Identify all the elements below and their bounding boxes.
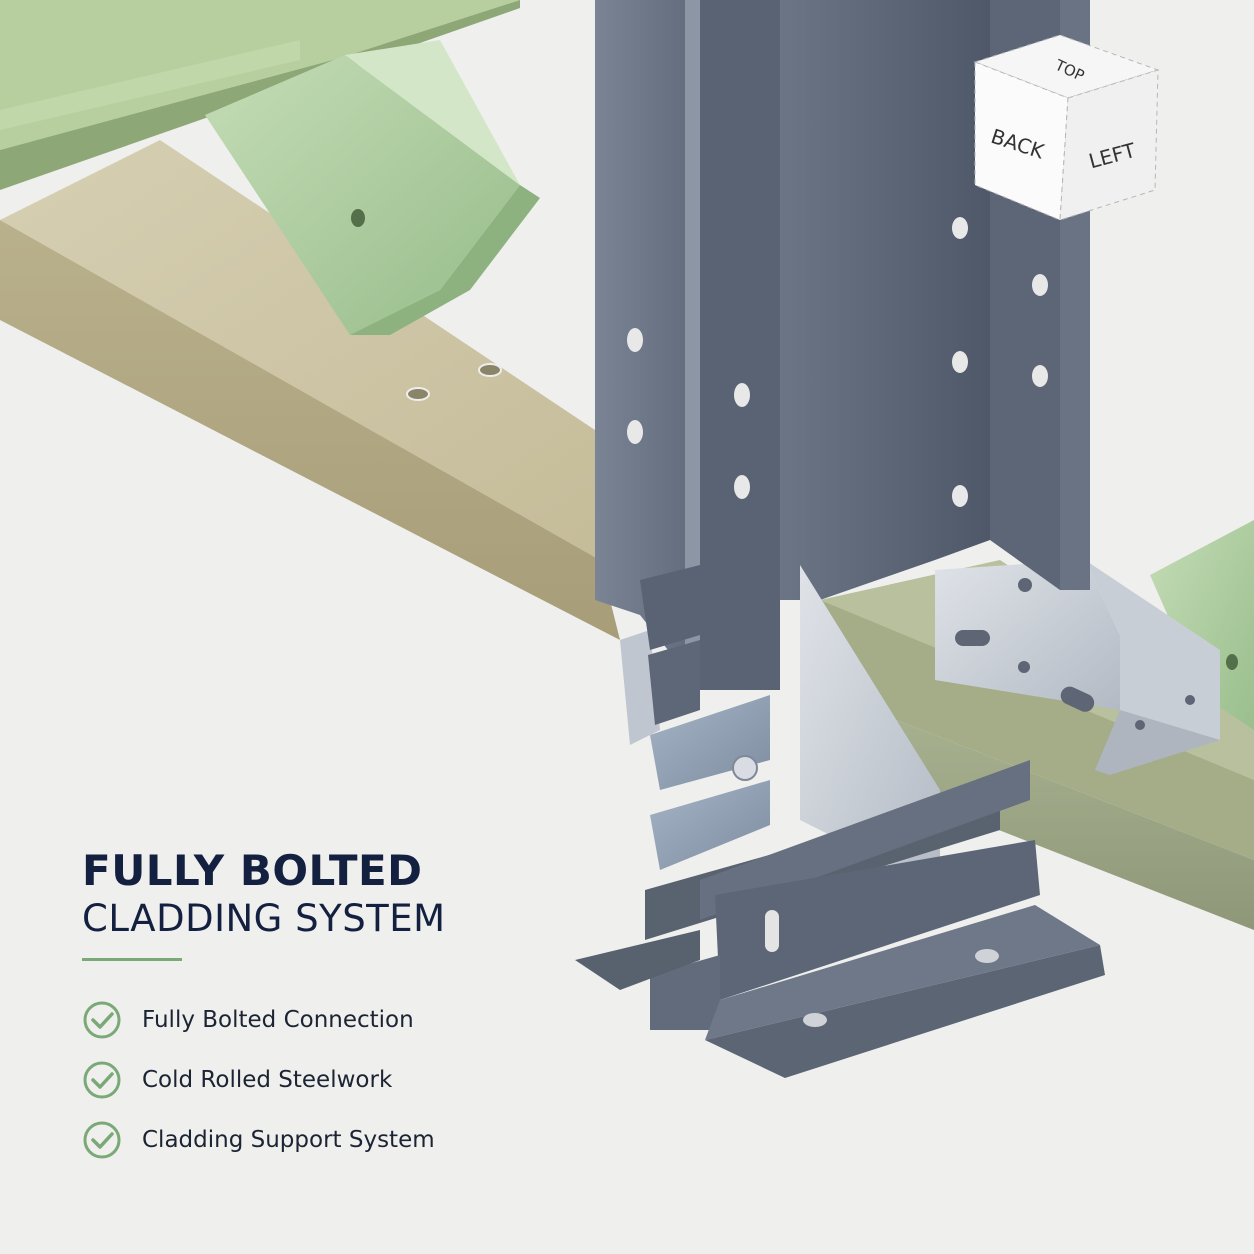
feature-label: Cold Rolled Steelwork	[142, 1067, 393, 1093]
feature-label: Fully Bolted Connection	[142, 1007, 414, 1033]
tan-beam	[0, 140, 640, 640]
check-circle-icon	[83, 1001, 121, 1039]
check-circle-icon	[83, 1061, 121, 1099]
feature-list: Fully Bolted Connection Cold Rolled Stee…	[82, 1000, 435, 1180]
check-circle-icon	[83, 1121, 121, 1159]
feature-label: Cladding Support System	[142, 1127, 435, 1153]
list-item: Cladding Support System	[82, 1120, 435, 1160]
page-subtitle: CLADDING SYSTEM	[82, 897, 446, 940]
view-cube: TOP BACK LEFT	[973, 34, 1160, 221]
base-brackets	[575, 565, 1105, 1078]
headline: FULLY BOLTED CLADDING SYSTEM	[82, 846, 562, 942]
list-item: Cold Rolled Steelwork	[82, 1060, 435, 1100]
list-item: Fully Bolted Connection	[82, 1000, 435, 1040]
green-brace	[205, 40, 540, 335]
accent-divider	[82, 958, 182, 961]
page-title: FULLY BOLTED	[82, 846, 423, 895]
right-bracket	[935, 560, 1220, 775]
